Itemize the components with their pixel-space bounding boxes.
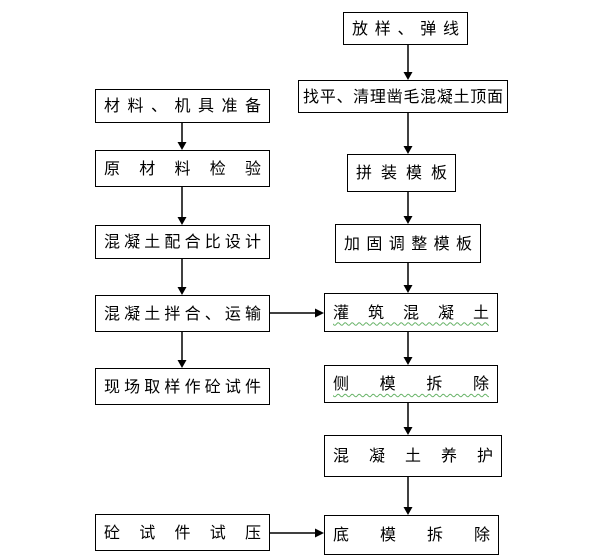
arrow-l3-l4 — [177, 259, 187, 295]
step-label: 混凝土配合比设计 — [104, 232, 261, 251]
arrow-r3-r4 — [403, 192, 413, 224]
step-label: 拼装模板 — [356, 163, 447, 182]
arrow-r2-r3 — [403, 113, 413, 154]
step-label: 侧模拆除 — [333, 374, 489, 393]
step-label: 放样、弹线 — [352, 18, 459, 38]
arrow-l4-l5 — [177, 332, 187, 368]
step-concrete-mix-design: 混凝土配合比设计 — [95, 225, 270, 259]
step-label: 材料、机具准备 — [104, 96, 261, 115]
step-label: 灌筑混凝土 — [333, 302, 489, 322]
step-formwork-reinforce-adjust: 加固调整模板 — [335, 224, 481, 263]
step-raw-material-inspection: 原材料检验 — [95, 150, 270, 187]
step-material-equipment-prep: 材料、机具准备 — [95, 89, 270, 123]
step-test-block-compression: 砼试件试压 — [95, 514, 270, 551]
step-label: 原材料检验 — [104, 158, 261, 178]
step-label: 混凝土养护 — [333, 446, 493, 465]
step-label: 加固调整模板 — [344, 233, 472, 253]
step-concrete-pouring: 灌筑混凝土 — [324, 293, 498, 332]
step-leveling-chiseling-surface: 找平、清理凿毛混凝土顶面 — [298, 80, 508, 113]
arrow-l6-r8 — [270, 528, 324, 538]
step-formwork-assembly: 拼装模板 — [347, 154, 456, 192]
step-label: 底模拆除 — [333, 525, 490, 544]
step-label: 砼试件试压 — [104, 522, 261, 542]
step-side-form-removal: 侧模拆除 — [324, 365, 498, 403]
arrow-r6-r7 — [403, 403, 413, 435]
step-label: 混凝土拌合、运输 — [104, 303, 261, 323]
step-concrete-curing: 混凝土养护 — [324, 435, 502, 477]
arrow-r5-r6 — [403, 332, 413, 365]
arrow-r7-r8 — [403, 477, 413, 515]
arrow-l4-r5 — [270, 308, 324, 318]
step-label: 找平、清理凿毛混凝土顶面 — [303, 86, 503, 106]
arrow-r1-r2 — [403, 45, 413, 80]
step-concrete-mixing-transport: 混凝土拌合、运输 — [95, 295, 270, 332]
step-label: 现场取样作砼试件 — [104, 376, 261, 396]
step-bottom-form-removal: 底模拆除 — [324, 515, 499, 555]
step-site-sampling-test-block: 现场取样作砼试件 — [95, 368, 270, 405]
arrow-l2-l3 — [177, 187, 187, 225]
step-setting-out-snap-lines: 放样、弹线 — [343, 12, 468, 45]
arrow-l1-l2 — [177, 123, 187, 150]
arrow-r4-r5 — [403, 263, 413, 293]
